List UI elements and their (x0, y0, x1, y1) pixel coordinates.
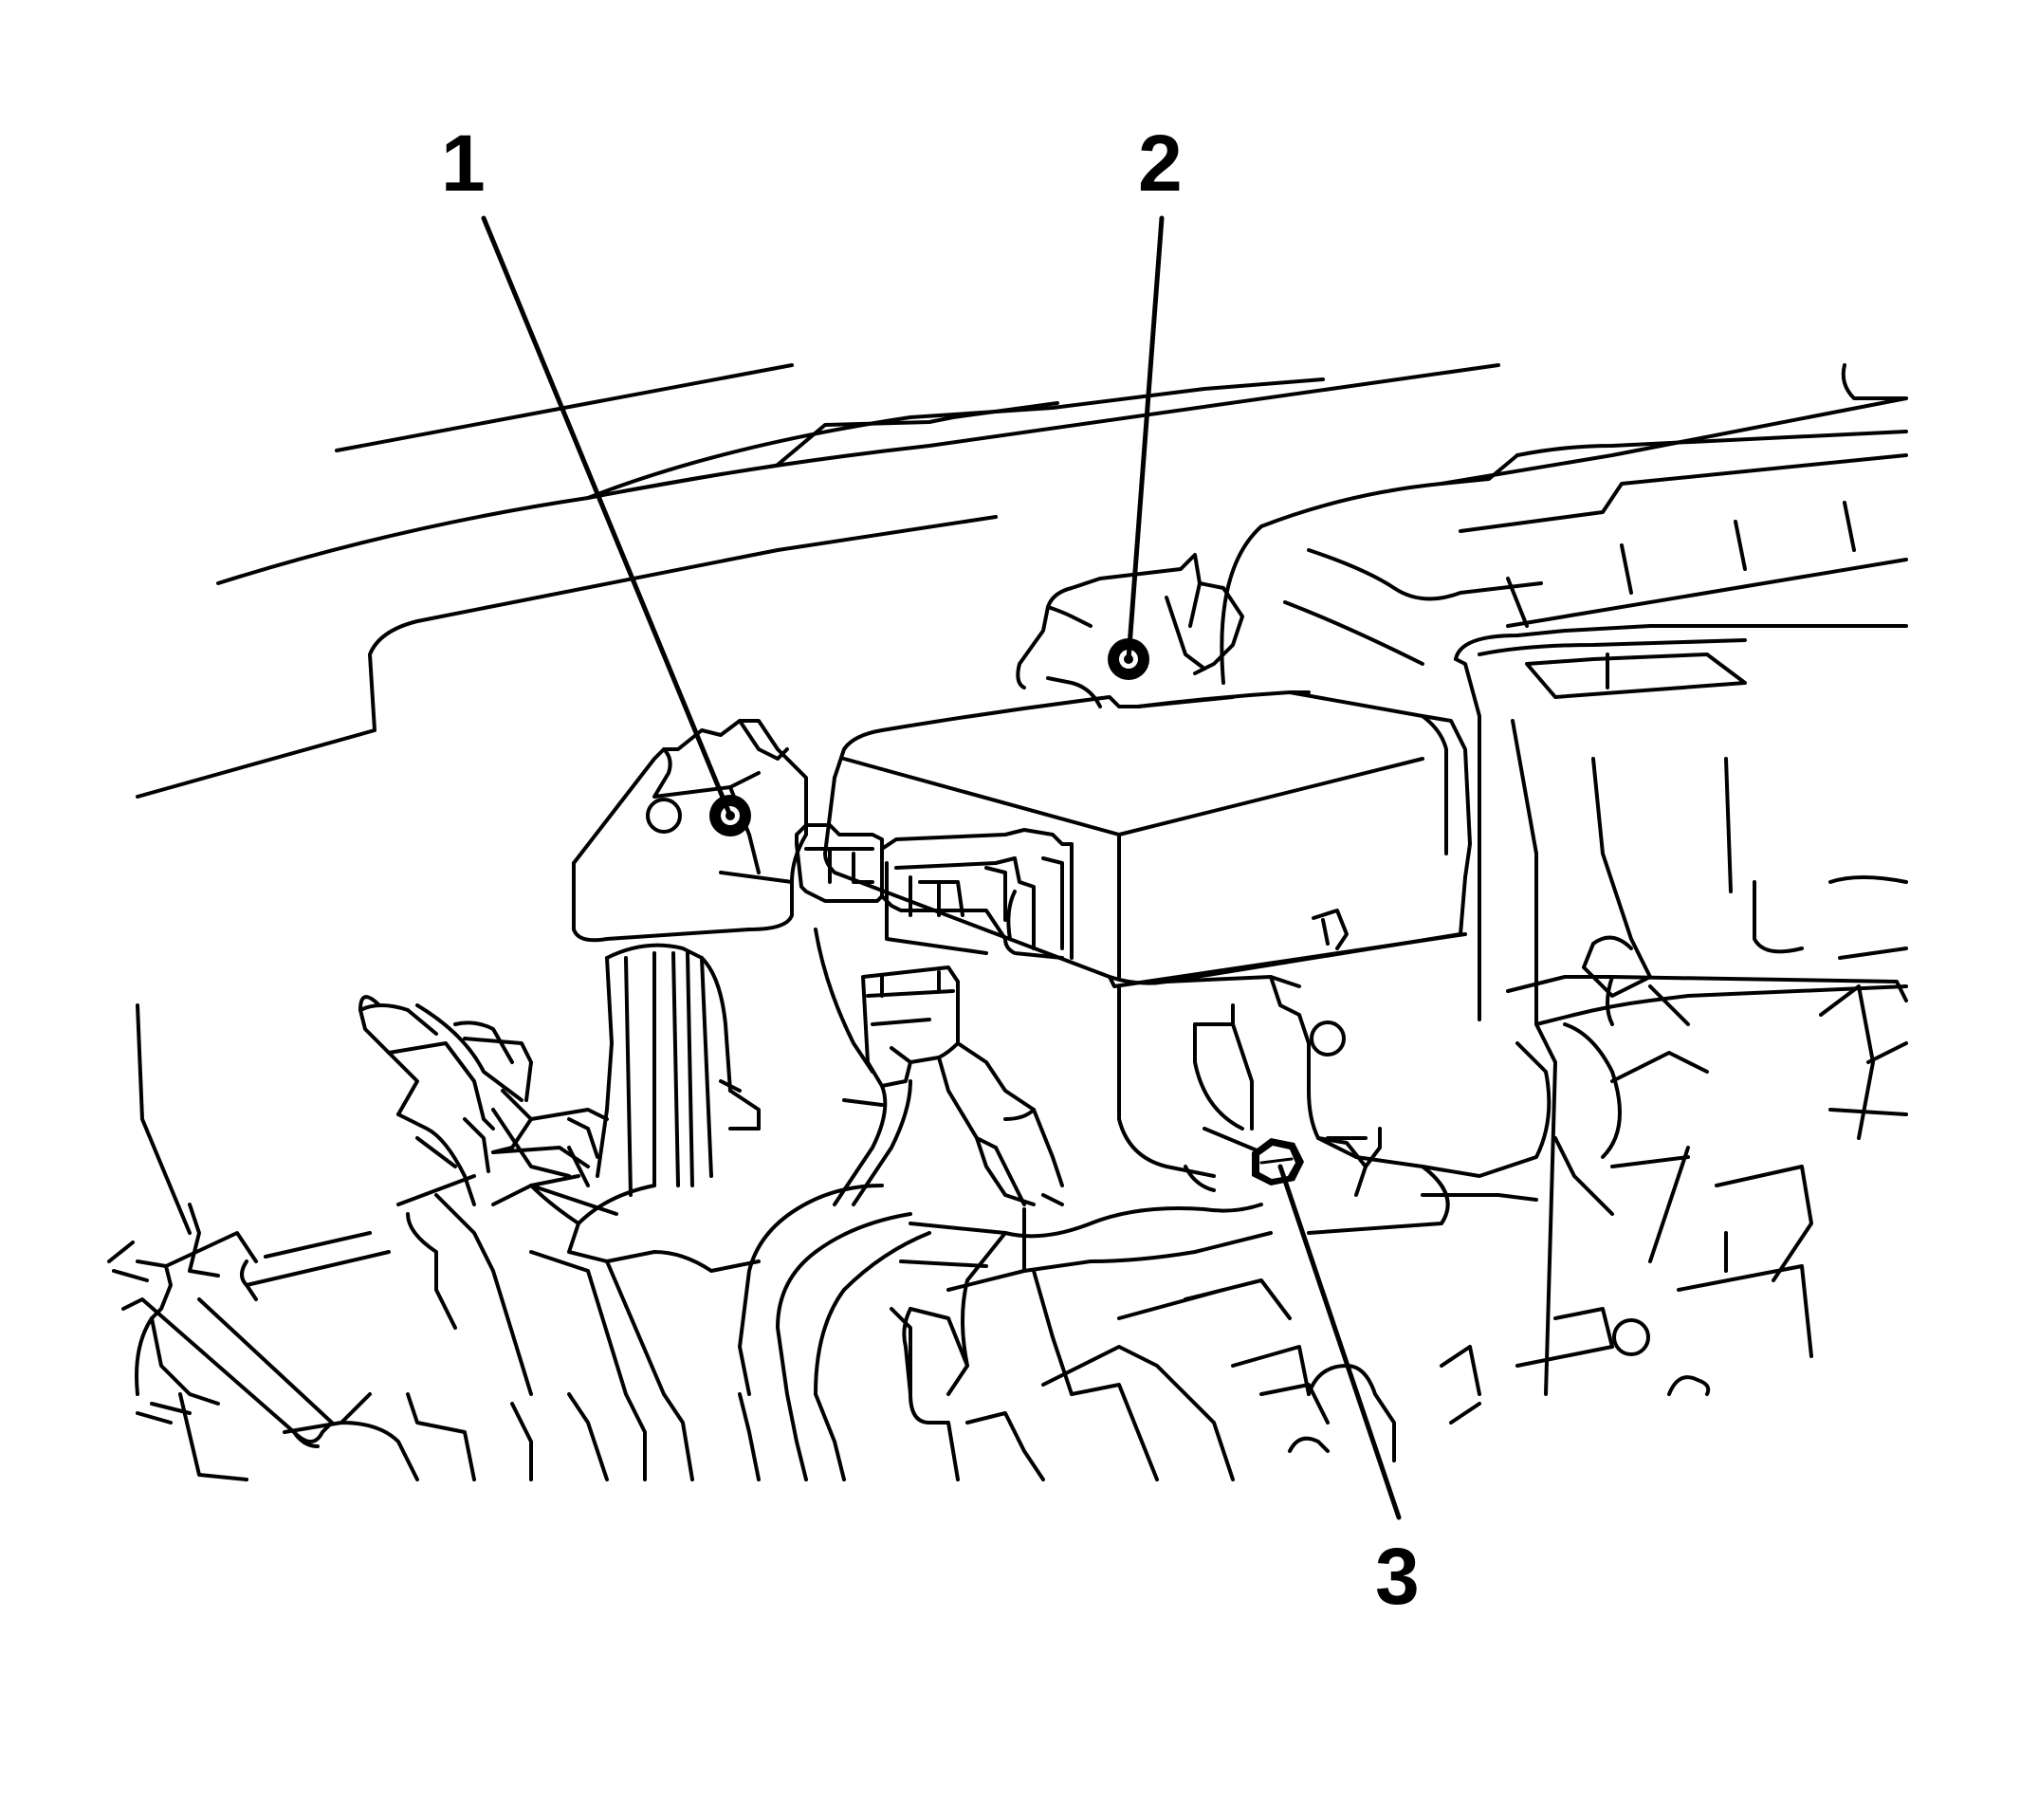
hvac-module (1220, 363, 1908, 1396)
left-mounting-bracket (572, 719, 808, 943)
top-mounting-bracket (1016, 553, 1244, 708)
cowl-contours (136, 363, 1500, 799)
module-connectors (795, 823, 1074, 960)
control-module-housing (823, 690, 1472, 988)
leader-line-3 (1277, 1164, 1402, 1520)
wiring-harness (107, 975, 1908, 1481)
callout-label-1: 1 (441, 119, 486, 208)
lower-bracket (1117, 975, 1382, 1197)
left-harness-clips (358, 943, 761, 1206)
callout-label-2: 2 (1138, 119, 1183, 208)
leader-line-1 (481, 215, 733, 818)
leader-line-2 (1126, 215, 1165, 662)
callout-label-3: 3 (1375, 1532, 1420, 1621)
fastener-3 (1252, 1138, 1304, 1186)
center-connector (814, 928, 1064, 1206)
leader-lines (481, 215, 1402, 1520)
